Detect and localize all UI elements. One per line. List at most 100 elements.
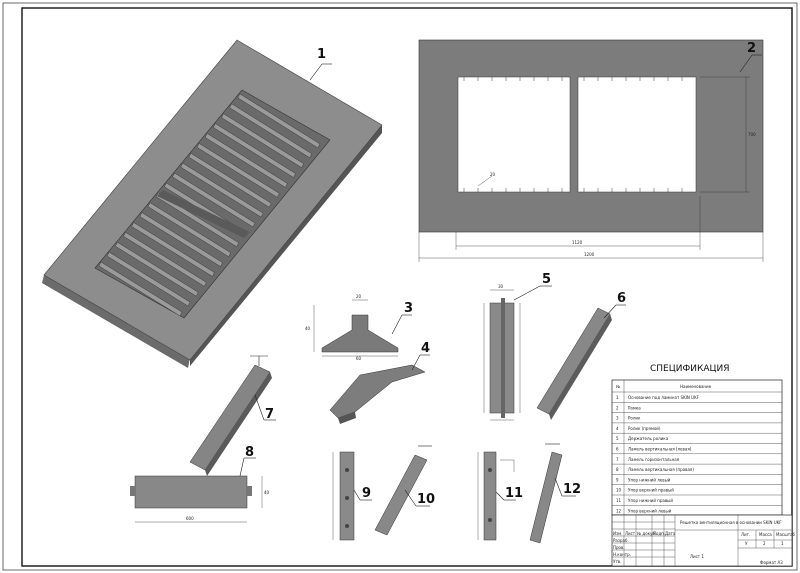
spec-row-name: Упор верхний правый — [628, 488, 674, 493]
part-number-8: 8 — [245, 445, 254, 460]
leaders — [239, 54, 762, 507]
slat — [123, 231, 207, 287]
specification: СПЕЦИФИКАЦИЯ № Наименование 1 Основание п… — [611, 364, 783, 516]
spec-row-no: 5 — [616, 436, 619, 441]
slat — [115, 241, 199, 297]
dim-part5: 30 — [498, 284, 504, 289]
spec-row-no: 6 — [616, 447, 619, 452]
slat — [131, 222, 215, 277]
spec-row-no: 4 — [616, 426, 619, 431]
spec-row-no: 11 — [616, 498, 622, 503]
part-6-slat — [536, 307, 612, 420]
title-header-date: Дата — [665, 531, 676, 536]
spec-row-no: 1 — [616, 395, 619, 400]
dim-part3-height: 40 — [305, 326, 311, 331]
slat — [196, 142, 280, 198]
title-header-doc: № докум. — [637, 531, 657, 536]
title-col-lit: Лит. — [741, 532, 750, 537]
spec-row-no: 10 — [616, 488, 622, 493]
slat — [221, 113, 304, 169]
title-left-row-3: Н.контр. — [613, 552, 631, 557]
dim-part8-width: 600 — [186, 516, 194, 521]
spec-row-name: Ролик (прямой) — [628, 426, 661, 431]
slat — [229, 103, 313, 159]
slat — [237, 93, 321, 149]
part-number-7: 7 — [265, 407, 274, 422]
title-val-mass: 2 — [763, 541, 766, 546]
part-12-stop — [529, 443, 563, 544]
dim-frame-width: 1200 — [584, 252, 595, 257]
part-number-12: 12 — [563, 482, 581, 497]
spec-row-no: 3 — [616, 416, 619, 421]
part-number-9: 9 — [362, 486, 371, 501]
dim-part3-top: 20 — [356, 294, 362, 299]
part-3-roller: 60 40 20 — [305, 294, 399, 361]
part-number-5: 5 — [542, 272, 551, 287]
title-header-izm: Изм. — [613, 531, 622, 536]
part-9-stop — [332, 451, 355, 541]
title-val-lit: У — [745, 541, 748, 546]
part-number-11: 11 — [505, 486, 523, 501]
slat — [180, 162, 264, 218]
title-left-row-4: Утв. — [613, 559, 621, 564]
dim-frame-height: 700 — [748, 132, 756, 137]
title-sheet: Лист 1 — [690, 554, 704, 559]
title-left-row-2: Пров. — [613, 545, 625, 550]
spec-header-name: Наименование — [680, 384, 712, 389]
title-val-scale: 1 — [781, 541, 784, 546]
spec-row-name: Держатель ролика — [628, 436, 669, 441]
slat — [147, 202, 231, 258]
part-5-holder: 30 — [483, 284, 521, 421]
part-4-roller-iso — [329, 364, 426, 424]
part-8-slat: 600 40 — [130, 475, 270, 523]
inner-frame — [21, 7, 793, 567]
spec-row-no: 7 — [616, 457, 619, 462]
part-10-stop — [374, 445, 432, 536]
slat — [172, 172, 256, 228]
spec-row-name: Ламель горизонтальная — [628, 457, 680, 462]
part-number-4: 4 — [421, 341, 430, 356]
title-col-scale: Масштаб — [776, 532, 796, 537]
spec-row-name: Упор верхний левый — [628, 508, 672, 513]
spec-header-no: № — [616, 384, 620, 389]
slat — [106, 251, 191, 307]
dim-frame-slot: 20 — [490, 172, 496, 177]
spec-row-name: Рамка — [628, 405, 641, 410]
dim-part3-width: 60 — [356, 356, 362, 361]
part-number-3: 3 — [404, 301, 413, 316]
part-7-slat — [189, 355, 272, 476]
spec-row-name: Упор нижний левый — [628, 477, 671, 482]
part-1-grille-iso — [42, 39, 383, 368]
spec-title: СПЕЦИФИКАЦИЯ — [650, 364, 729, 374]
spec-row-no: 9 — [616, 477, 619, 482]
slat — [139, 212, 223, 267]
title-left-row-1: Разраб. — [613, 538, 629, 543]
part-number-6: 6 — [617, 291, 626, 306]
spec-row-name: Основание под ламинат SKIN UKF — [628, 395, 700, 400]
spec-row-name: Ламель вертикальная (правая) — [628, 467, 694, 472]
slat — [155, 192, 240, 248]
part-2-frame: 1120 1200 700 20 — [418, 39, 764, 262]
spec-row-no: 2 — [616, 405, 619, 410]
spec-row-name: Ламель вертикальная (левая) — [628, 447, 692, 452]
slat — [204, 133, 288, 188]
spec-row-name: Упор нижний правый — [628, 498, 673, 503]
title-block: Решетка вентиляционная в основании SKIN … — [611, 514, 796, 567]
spec-row-no: 12 — [616, 508, 622, 513]
dim-frame-inner-width: 1120 — [572, 240, 583, 245]
part-number-1: 1 — [317, 47, 326, 62]
part-numbers: 1 2 3 4 5 6 7 8 9 10 11 12 — [245, 41, 756, 507]
title-header-list: Лист — [625, 531, 636, 536]
title-header-sign: Подп. — [653, 531, 665, 536]
part-number-10: 10 — [417, 492, 435, 507]
part-number-2: 2 — [747, 41, 756, 56]
slat — [213, 123, 296, 178]
dim-part8-height: 40 — [264, 490, 270, 495]
title-col-mass: Масса — [759, 532, 772, 537]
title-description: Решетка вентиляционная в основании SKIN … — [680, 520, 782, 525]
title-format: Формат А3 — [760, 560, 783, 565]
spec-row-no: 8 — [616, 467, 619, 472]
slat — [98, 261, 183, 317]
spec-row-name: Ролик — [628, 416, 641, 421]
